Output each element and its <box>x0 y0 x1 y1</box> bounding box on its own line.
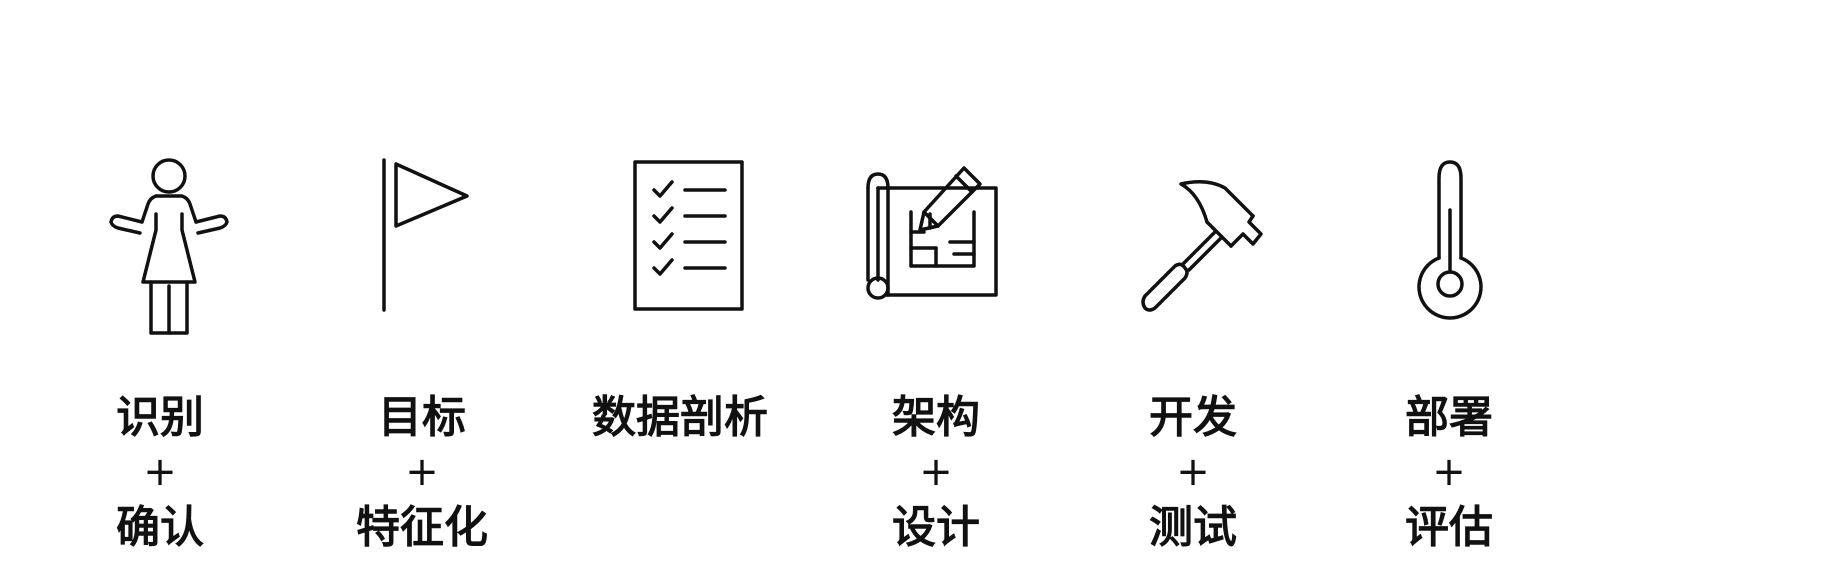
blueprint-pencil-icon <box>846 150 1026 350</box>
step-identify-line3: 确认 <box>116 502 204 553</box>
step-development-line1: 开发 <box>1149 392 1237 443</box>
step-deployment: 部署 + 评估 <box>1349 150 1549 555</box>
step-development-plus: + <box>1176 449 1210 495</box>
step-deployment-line1: 部署 <box>1405 392 1493 443</box>
step-data-profiling-line1: 数据剖析 <box>592 392 768 443</box>
step-data-profiling: 数据剖析 <box>580 150 780 445</box>
step-development-line3: 测试 <box>1149 502 1237 553</box>
step-deployment-line3: 评估 <box>1405 502 1493 553</box>
step-architecture-line3: 设计 <box>892 502 980 553</box>
woman-shrugging-icon <box>70 150 250 350</box>
checklist-icon <box>590 150 770 350</box>
step-goals-plus: + <box>405 449 439 495</box>
step-goals: 目标 + 特征化 <box>322 150 522 555</box>
step-deployment-plus: + <box>1432 449 1466 495</box>
thermometer-icon <box>1359 150 1539 350</box>
flag-icon <box>332 150 512 350</box>
step-identify-plus: + <box>143 449 177 495</box>
step-goals-line1: 目标 <box>378 392 466 443</box>
step-identify: 识别 + 确认 <box>60 150 260 555</box>
step-architecture: 架构 + 设计 <box>836 150 1036 555</box>
step-architecture-plus: + <box>919 449 953 495</box>
step-goals-line3: 特征化 <box>356 502 488 553</box>
step-architecture-line1: 架构 <box>892 392 980 443</box>
step-identify-line1: 识别 <box>116 392 204 443</box>
hammer-icon <box>1103 150 1283 350</box>
step-development: 开发 + 测试 <box>1093 150 1293 555</box>
